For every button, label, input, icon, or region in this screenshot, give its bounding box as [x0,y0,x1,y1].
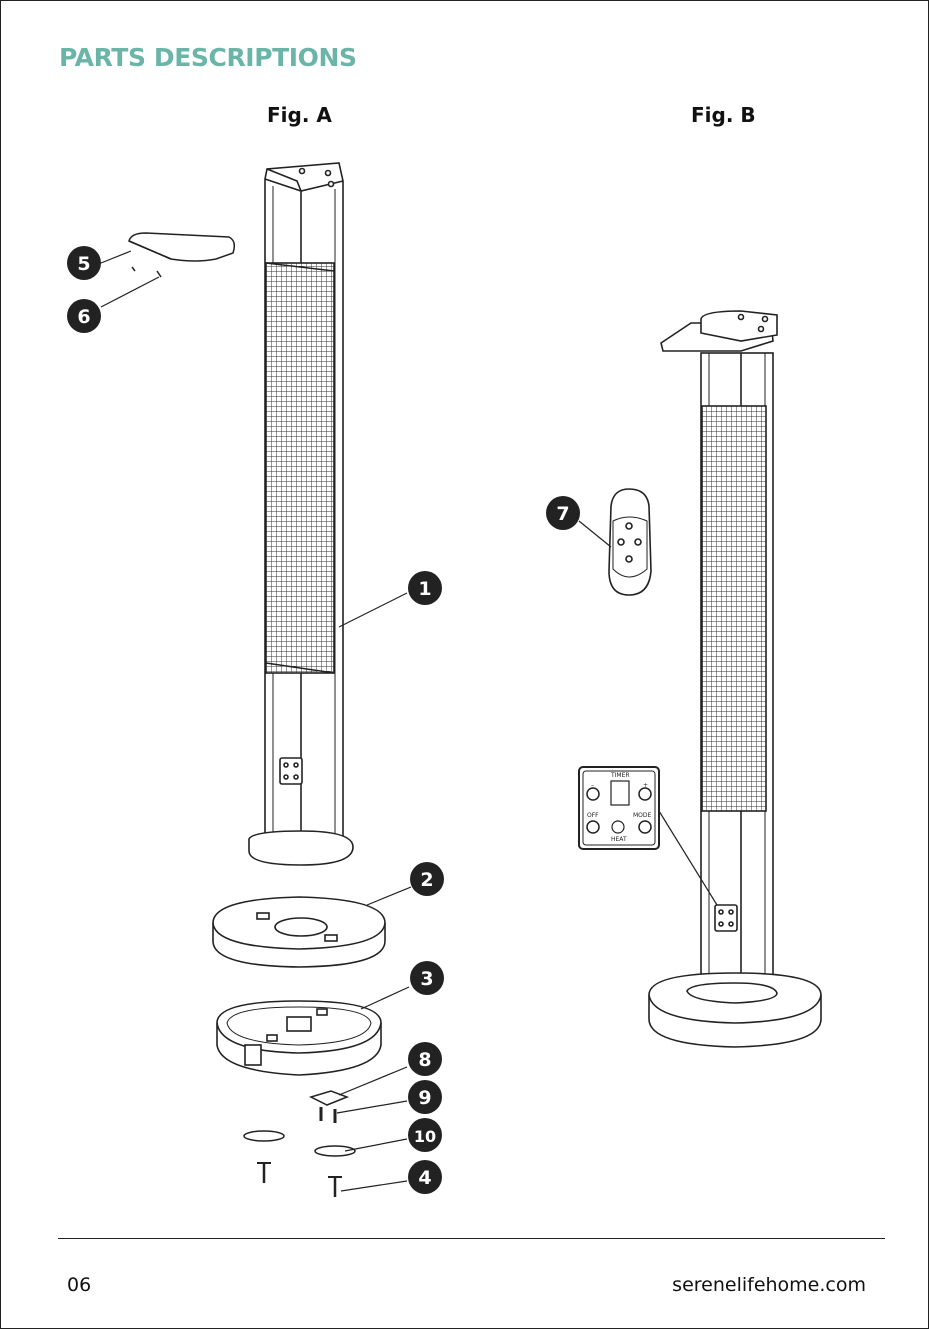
callout-1: 1 [408,571,442,605]
panel-timer-label: TIMER [610,772,630,779]
page-number: 06 [67,1274,91,1296]
remote-control [609,489,651,595]
exploded-diagram: TIMER – + OFF MODE HEAT [1,1,928,1231]
callout-10: 10 [408,1118,442,1152]
callout-2: 2 [410,862,444,896]
callout-5: 5 [67,246,101,280]
svg-text:1: 1 [418,578,431,600]
callout-3: 3 [410,961,444,995]
panel-mode-label: MODE [633,812,652,819]
svg-text:3: 3 [420,968,433,990]
svg-text:5: 5 [77,253,90,275]
callout-7: 7 [546,496,580,530]
footer-divider [58,1238,885,1239]
svg-text:6: 6 [77,306,90,328]
callout-6: 6 [67,299,101,333]
svg-text:2: 2 [420,869,433,891]
panel-heat-label: HEAT [611,836,627,843]
svg-text:9: 9 [418,1087,431,1109]
base-bottom-housing [217,1001,381,1075]
svg-text:4: 4 [418,1167,431,1189]
hardware-parts [244,1091,355,1197]
svg-text:8: 8 [418,1049,431,1071]
callout-8: 8 [408,1042,442,1076]
svg-text:10: 10 [414,1127,436,1146]
base-top-disc [213,897,385,967]
callout-4: 4 [408,1160,442,1194]
svg-text:7: 7 [556,503,569,525]
heater-tower-fig-a [249,163,353,865]
heater-tower-fig-b [649,311,821,1047]
website-link[interactable]: serenelifehome.com [672,1274,866,1296]
callout-9: 9 [408,1080,442,1114]
panel-off-label: OFF [587,812,599,819]
shelf-fig-a [129,233,234,277]
leader-lines [101,251,717,1191]
control-panel-detail: TIMER – + OFF MODE HEAT [579,767,659,849]
